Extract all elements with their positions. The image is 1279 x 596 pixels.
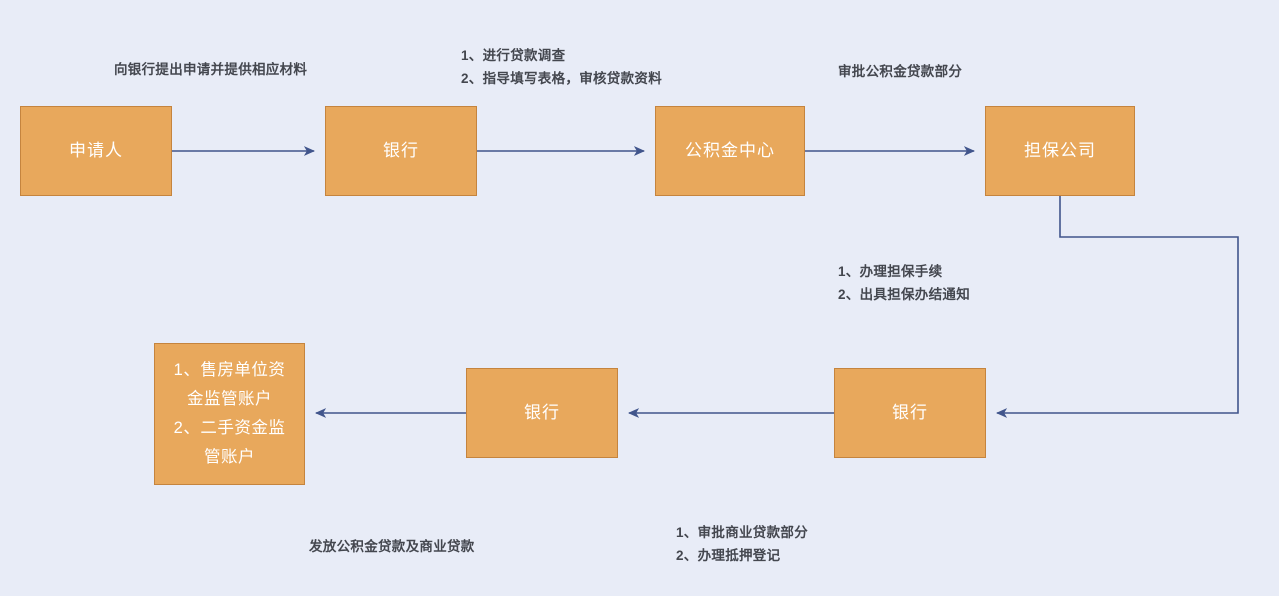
label-line: 审批公积金贷款部分 — [838, 64, 963, 79]
node-fund-center[interactable]: 公积金中心 — [655, 106, 805, 196]
node-supervision-accounts-label: 1、售房单位资 金监管账户 2、二手资金监 管账户 — [163, 356, 296, 472]
node-text-line: 申请人 — [69, 140, 123, 160]
label-approve-commercial-loan: 1、审批商业贷款部分 2、办理抵押登记 — [676, 521, 808, 567]
label-guarantee-procedures: 1、办理担保手续 2、出具担保办结通知 — [838, 260, 970, 306]
node-bank-bottom-middle-label: 银行 — [467, 401, 617, 426]
node-bank-top[interactable]: 银行 — [325, 106, 477, 196]
node-guarantee-company-label: 担保公司 — [986, 139, 1134, 164]
node-text-line: 银行 — [524, 402, 560, 422]
node-text-line: 公积金中心 — [685, 140, 775, 160]
label-approve-fund-loan: 审批公积金贷款部分 — [838, 60, 962, 83]
node-supervision-accounts[interactable]: 1、售房单位资 金监管账户 2、二手资金监 管账户 — [154, 343, 305, 485]
connector-guarantee-to-bank-right — [995, 196, 1239, 418]
node-bank-bottom-right[interactable]: 银行 — [834, 368, 986, 458]
label-disburse-loans: 发放公积金贷款及商业贷款 — [309, 535, 475, 558]
label-line: 1、办理担保手续 — [838, 264, 943, 279]
label-line: 2、办理抵押登记 — [676, 548, 781, 564]
node-text-line: 银行 — [383, 140, 419, 160]
node-fund-center-label: 公积金中心 — [656, 139, 804, 164]
label-line: 1、审批商业贷款部分 — [676, 525, 809, 540]
node-guarantee-company[interactable]: 担保公司 — [985, 106, 1135, 196]
label-line: 2、出具担保办结通知 — [838, 287, 971, 303]
node-text-line: 管账户 — [204, 447, 255, 466]
label-line: 1、进行贷款调查 — [461, 48, 566, 63]
node-text-line: 担保公司 — [1024, 140, 1096, 160]
node-bank-bottom-middle[interactable]: 银行 — [466, 368, 618, 458]
node-applicant[interactable]: 申请人 — [20, 106, 172, 196]
label-line: 发放公积金贷款及商业贷款 — [309, 539, 475, 554]
node-text-line: 银行 — [892, 402, 928, 422]
label-line: 向银行提出申请并提供相应材料 — [114, 62, 308, 77]
label-line: 2、指导填写表格，审核贷款资料 — [461, 71, 663, 87]
label-apply-to-bank: 向银行提出申请并提供相应材料 — [114, 58, 307, 81]
node-applicant-label: 申请人 — [21, 139, 171, 164]
node-text-line: 1、售房单位资 — [173, 361, 286, 380]
node-text-line: 金监管账户 — [187, 390, 272, 409]
label-bank-survey: 1、进行贷款调查 2、指导填写表格，审核贷款资料 — [461, 44, 662, 90]
node-bank-top-label: 银行 — [326, 139, 476, 164]
node-bank-bottom-right-label: 银行 — [835, 401, 985, 426]
node-text-line: 2、二手资金监 — [173, 419, 286, 437]
